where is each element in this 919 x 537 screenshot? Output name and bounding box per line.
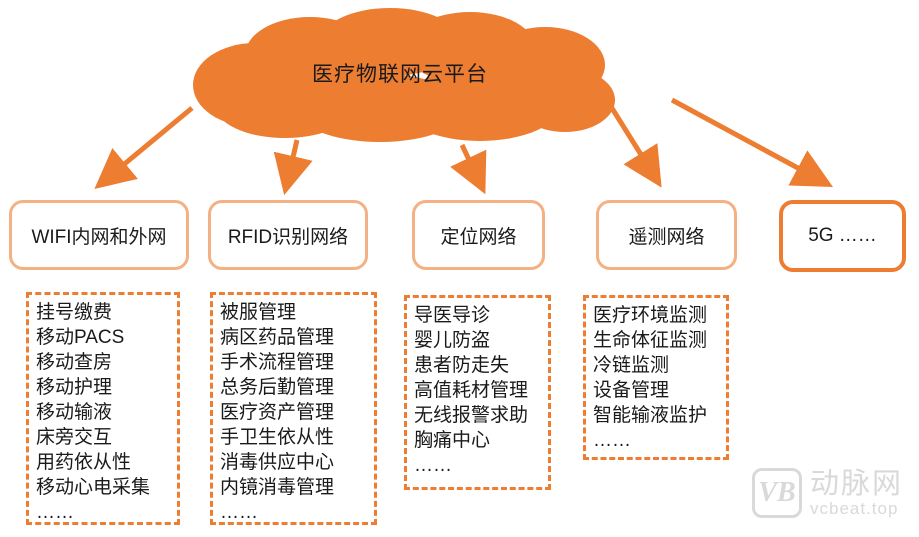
arrow-icon-location <box>450 143 487 195</box>
arrow-icon-5g <box>670 97 833 187</box>
list-item: 智能输液监护 <box>593 405 708 426</box>
watermark: VB 动脉网 vcbeat.top <box>752 468 903 518</box>
list-item: 床旁交互 <box>36 427 113 448</box>
list-item: 设备管理 <box>593 380 670 401</box>
list-item: 移动心电采集 <box>36 477 151 498</box>
list-item: 婴儿防盗 <box>414 330 491 351</box>
list-item: 移动PACS <box>36 327 125 348</box>
list-item: 无线报警求助 <box>414 405 529 426</box>
list-item: 内镜消毒管理 <box>220 477 335 498</box>
cloud-icon <box>193 8 615 142</box>
list-item: …… <box>414 455 452 476</box>
watermark-name: 动脉网 <box>810 467 904 500</box>
app-list-telemetry: 医疗环境监测生命体征监测冷链监测设备管理智能输液监护 …… <box>583 295 729 460</box>
watermark-site: vcbeat.top <box>810 498 899 518</box>
list-item: 被服管理 <box>220 302 297 323</box>
network-box-location: 定位网络 <box>412 200 545 270</box>
list-item: 用药依从性 <box>36 452 132 473</box>
list-item: 导医导诊 <box>414 305 491 326</box>
watermark-text: 动脉网 vcbeat.top <box>810 469 903 518</box>
network-box-label: 遥测网络 <box>628 226 705 248</box>
app-list-rfid: 被服管理病区药品管理手术流程管理总务后勤管理医疗资产管理手卫生依从性消毒供应中心… <box>210 292 377 525</box>
list-item: …… <box>593 430 631 451</box>
list-item: 生命体征监测 <box>593 330 708 351</box>
list-item: …… <box>220 502 258 523</box>
list-item: …… <box>36 502 74 523</box>
arrow-icon-telemetry <box>607 103 662 188</box>
cloud-label: 医疗物联网云平台 <box>312 63 488 86</box>
arrow-icon-rfid <box>273 139 313 196</box>
list-item: 病区药品管理 <box>220 327 335 348</box>
list-item: 挂号缴费 <box>36 302 113 323</box>
list-item: 医疗资产管理 <box>220 402 335 423</box>
list-item: 高值耗材管理 <box>414 380 529 401</box>
list-item: 移动护理 <box>36 377 113 398</box>
network-box-5g: 5G …… <box>779 200 906 272</box>
network-box-telemetry: 遥测网络 <box>596 200 737 270</box>
list-item: 总务后勤管理 <box>220 377 335 398</box>
cloud-and-arrows-graphic <box>94 8 833 196</box>
list-item: 冷链监测 <box>593 355 670 376</box>
network-box-label: 5G …… <box>808 225 877 246</box>
list-item: 医疗环境监测 <box>593 305 708 326</box>
vb-logo-icon: VB <box>752 468 802 518</box>
arrow-icon-wifi <box>94 106 194 189</box>
network-box-wifi: WIFI内网和外网 <box>9 200 189 270</box>
app-list-wifi: 挂号缴费移动PACS 移动查房移动护理移动输液床旁交互用药依从性移动心电采集 …… <box>26 292 180 525</box>
list-item: 患者防走失 <box>414 355 510 376</box>
network-box-rfid: RFID识别网络 <box>208 200 368 270</box>
network-box-label: RFID识别网络 <box>227 226 349 248</box>
list-item: 胸痛中心 <box>414 430 491 451</box>
list-item: 手术流程管理 <box>220 352 335 373</box>
app-list-location: 导医导诊婴儿防盗患者防走失高值耗材管理无线报警求助胸痛中心 …… <box>404 295 551 490</box>
network-box-label: WIFI内网和外网 <box>31 226 167 248</box>
list-item: 移动输液 <box>36 402 113 423</box>
list-item: 消毒供应中心 <box>220 452 335 473</box>
list-item: 手卫生依从性 <box>220 427 335 448</box>
list-item: 移动查房 <box>36 352 113 373</box>
network-box-label: 定位网络 <box>440 226 517 248</box>
